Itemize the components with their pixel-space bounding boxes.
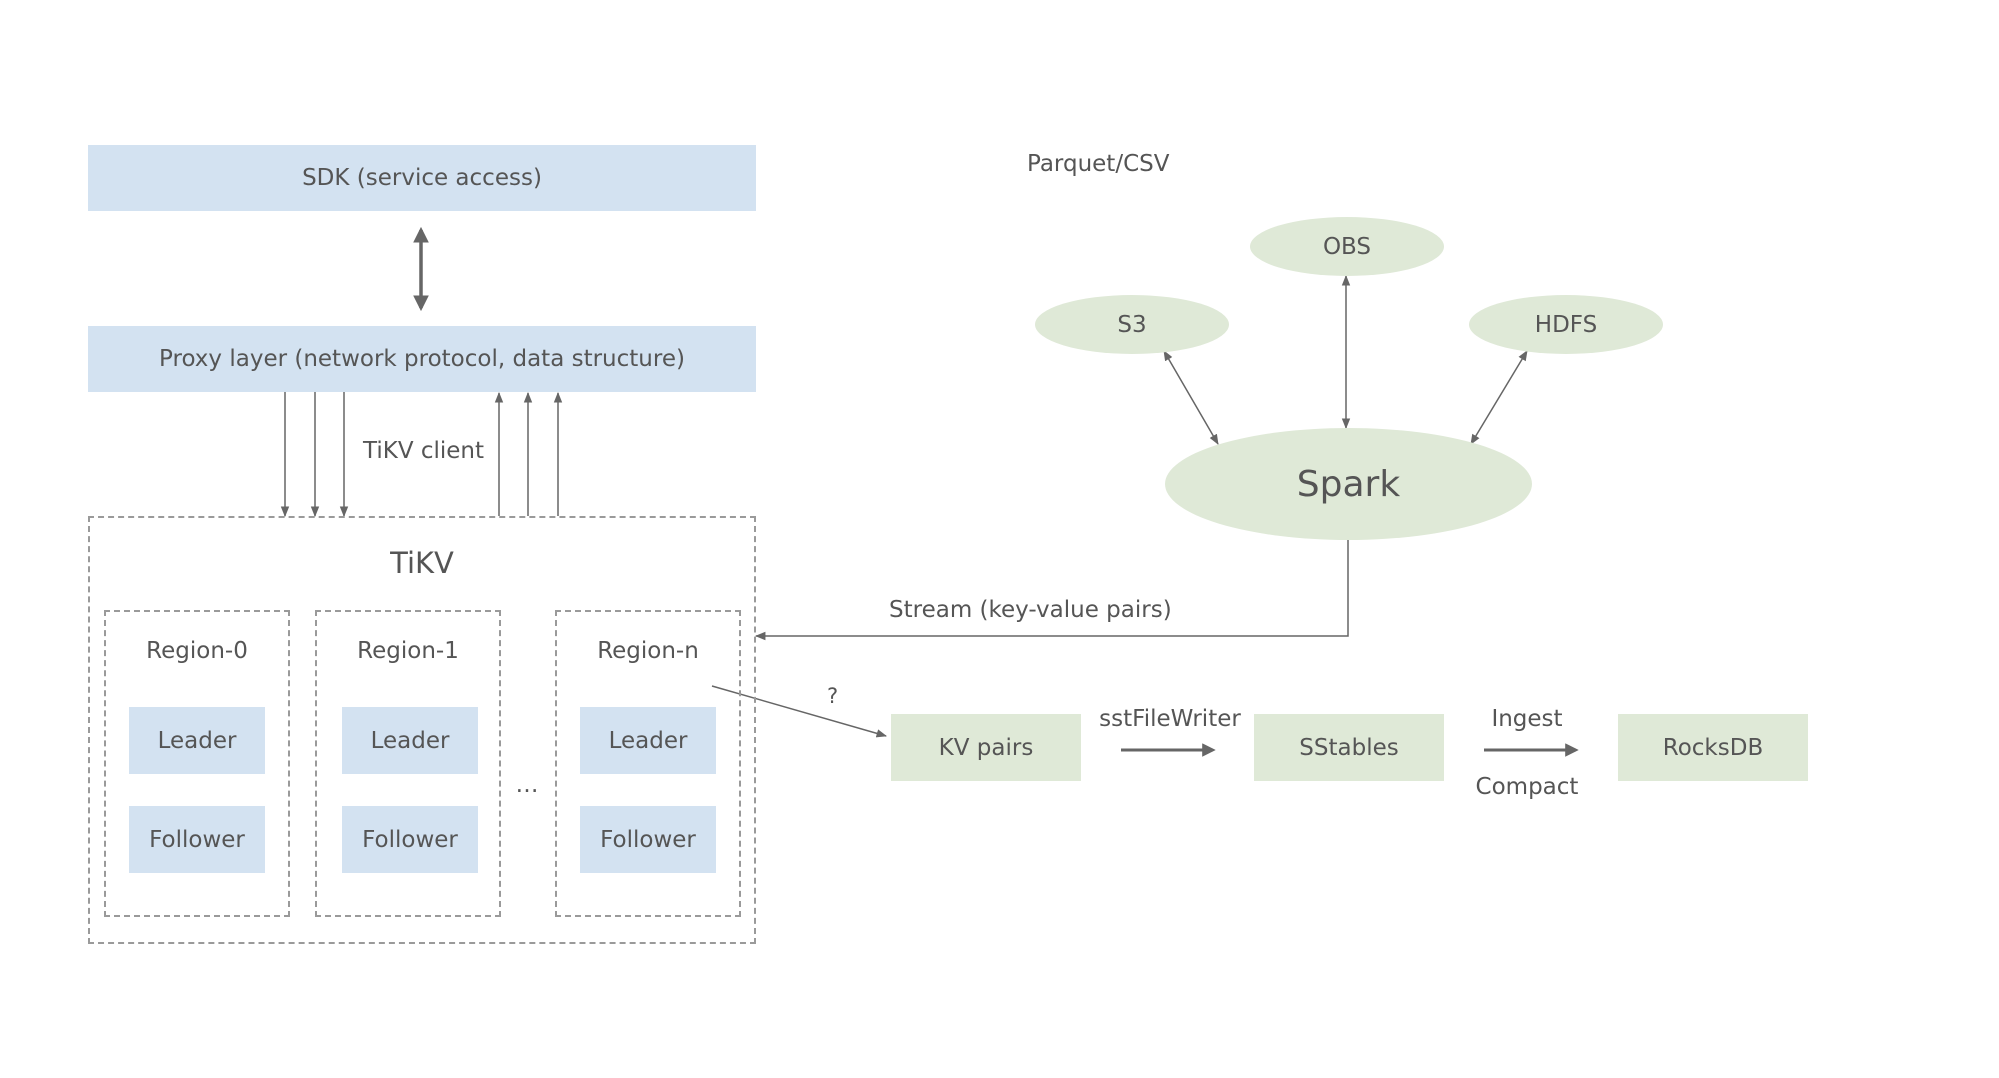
region-title: Region-0 [146, 638, 248, 664]
region-0-follower: Follower [129, 806, 265, 873]
spark-hdfs-arrow [1470, 350, 1528, 445]
region-n-follower: Follower [580, 806, 716, 873]
follower-label: Follower [149, 826, 245, 853]
region-n-leader: Leader [580, 707, 716, 774]
format-label: Parquet/CSV [1027, 151, 1170, 177]
region-title: Region-n [597, 638, 699, 664]
stream-arrow [754, 540, 1349, 641]
sstables-label: SStables [1299, 734, 1399, 761]
tikv-cluster: TiKV [88, 516, 756, 944]
region-1-leader: Leader [342, 707, 478, 774]
kv-pairs-box: KV pairs [891, 714, 1081, 781]
region-to-kv-arrow [711, 685, 888, 738]
sdk-box: SDK (service access) [88, 145, 756, 211]
hdfs-node: HDFS [1469, 295, 1663, 354]
obs-node: OBS [1250, 217, 1444, 276]
spark-s3-arrow [1163, 350, 1219, 445]
follower-label: Follower [362, 826, 458, 853]
region-1-follower: Follower [342, 806, 478, 873]
proxy-layer-box: Proxy layer (network protocol, data stru… [88, 326, 756, 392]
obs-label: OBS [1322, 233, 1372, 260]
leader-label: Leader [370, 727, 450, 754]
sstables-box: SStables [1254, 714, 1444, 781]
s3-label: S3 [1117, 311, 1147, 338]
region-ellipsis: … [515, 772, 539, 798]
question-mark: ? [827, 684, 839, 708]
tikv-title: TiKV [390, 546, 454, 580]
region-n: Region-n [555, 610, 741, 917]
follower-label: Follower [600, 826, 696, 853]
rocksdb-label: RocksDB [1662, 734, 1764, 761]
compact-label: Compact [1475, 774, 1579, 800]
rocksdb-box: RocksDB [1618, 714, 1808, 781]
kv-pairs-label: KV pairs [938, 734, 1034, 761]
ingest-label: Ingest [1491, 706, 1563, 732]
hdfs-label: HDFS [1534, 311, 1598, 338]
leader-label: Leader [608, 727, 688, 754]
region-0: Region-0 [104, 610, 290, 917]
region-title: Region-1 [357, 638, 459, 664]
stream-label: Stream (key-value pairs) [889, 597, 1172, 623]
region-0-leader: Leader [129, 707, 265, 774]
tikv-client-label: TiKV client [363, 438, 485, 464]
spark-label: Spark [1296, 463, 1401, 505]
sdk-label: SDK (service access) [302, 165, 542, 191]
leader-label: Leader [157, 727, 237, 754]
sst-file-writer-label: sstFileWriter [1099, 706, 1241, 732]
proxy-layer-label: Proxy layer (network protocol, data stru… [159, 346, 685, 372]
spark-node: Spark [1165, 428, 1532, 540]
region-1: Region-1 [315, 610, 501, 917]
s3-node: S3 [1035, 295, 1229, 354]
